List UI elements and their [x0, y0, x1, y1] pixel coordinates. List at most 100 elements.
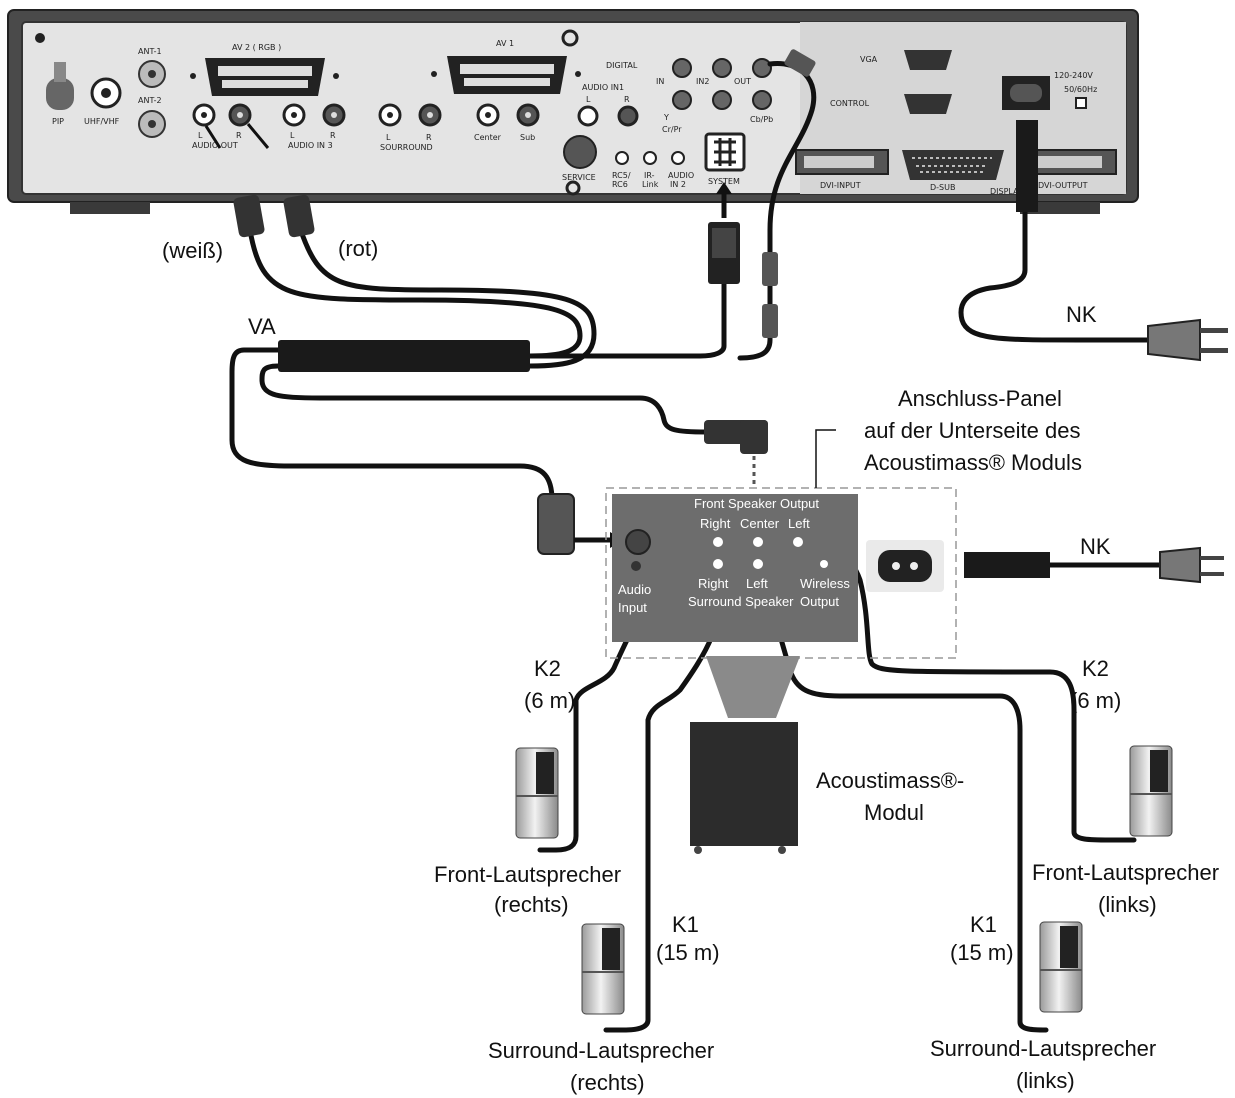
panel-caption-line3: Acoustimass® Moduls: [864, 450, 1082, 475]
surround-l-label: L: [386, 133, 391, 142]
front-left-caption-2: (links): [1098, 892, 1157, 917]
av2-scart-icon: [205, 58, 325, 96]
ant1-label: ANT-1: [138, 47, 162, 56]
audio-in3-r-label: R: [330, 131, 336, 140]
surround-right-caption-2: (rechts): [570, 1070, 645, 1095]
surround-left-speaker: [1039, 921, 1083, 1013]
audio-out-l-label: L: [198, 131, 203, 140]
front-center-jack-icon: [753, 537, 763, 547]
red-cable-label: (rot): [338, 236, 378, 261]
panel-audio-label: Audio: [618, 582, 651, 597]
link-label: Link: [642, 180, 659, 189]
service-port-icon: [563, 135, 597, 169]
hz-label: 50/60Hz: [1064, 85, 1097, 94]
center-sub-jacks: Center Sub: [474, 103, 540, 142]
panel-left-label: Left: [788, 516, 810, 531]
audio-input-plug-icon: [537, 493, 575, 555]
front-left-speaker: [1129, 745, 1173, 837]
nk-mid-label: NK: [1080, 534, 1111, 559]
module-caption-line2: Modul: [864, 800, 924, 825]
control-label: CONTROL: [830, 99, 870, 108]
panel-wireless-label: Wireless: [800, 576, 850, 591]
front-right-jack-icon: [713, 537, 723, 547]
digital-out-label: OUT: [734, 77, 751, 86]
panel-caption-line1: Anschluss-Panel: [898, 386, 1062, 411]
audio-input-jack-icon: [625, 529, 651, 555]
control-port-icon: [904, 94, 952, 114]
audio-out-r-label: R: [236, 131, 242, 140]
audio-in3-jacks: L R AUDIO IN 3: [282, 103, 346, 150]
digital-in2-label: IN2: [696, 77, 709, 86]
ant2-label: ANT-2: [138, 96, 162, 105]
front-right-speaker: [515, 747, 559, 839]
audio-in3-label: AUDIO IN 3: [288, 141, 333, 150]
ir-label: IR-: [644, 171, 655, 180]
front-left-caption-1: Front-Lautsprecher: [1032, 860, 1219, 885]
va-label: VA: [248, 314, 276, 339]
surround-left-caption-2: (links): [1016, 1068, 1075, 1093]
service-label: SERVICE: [562, 173, 596, 182]
cb-pb-label: Cb/Pb: [750, 115, 773, 124]
va-adapter: [278, 340, 530, 372]
surround-jacks: L R SOURROUND: [378, 103, 442, 152]
uhf-vhf-label: UHF/VHF: [84, 117, 120, 126]
audio-in1-l-label: L: [586, 95, 591, 104]
y-label: Y: [663, 113, 669, 122]
surround-right-jack-icon: [713, 559, 723, 569]
audio-in1-r-label: R: [624, 95, 630, 104]
front-left-jack-icon: [793, 537, 803, 547]
panel-surround-right-label: Right: [698, 576, 729, 591]
k1-right-label: K1: [970, 912, 997, 937]
digital-plug-icon: [762, 252, 778, 286]
dsub-label: D-SUB: [930, 183, 955, 192]
connection-panel: [612, 494, 858, 642]
k2-left-length: (6 m): [524, 688, 575, 713]
av1-label: AV 1: [496, 39, 514, 48]
power-plug-top: [1016, 120, 1228, 362]
surround-label: SOURROUND: [380, 143, 433, 152]
front-right-caption-2: (rechts): [494, 892, 569, 917]
vga-port-icon: [904, 50, 952, 70]
acoustimass-module: [690, 722, 798, 846]
arrow-icon: [246, 123, 270, 149]
rc5-label: RC5/: [612, 171, 631, 180]
dvi-input-label: DVI-INPUT: [820, 181, 861, 190]
rc6-label: RC6: [612, 180, 628, 189]
audio-label: AUDIO: [668, 171, 694, 180]
pip-label: PIP: [52, 117, 64, 126]
panel-surround-speaker-label: Surround Speaker: [688, 594, 794, 609]
panel-output-label: Output: [800, 594, 839, 609]
digital-label: DIGITAL: [606, 61, 638, 70]
av2-label: AV 2 ( RGB ): [232, 43, 281, 52]
panel-projection: [706, 656, 800, 718]
surround-r-label: R: [426, 133, 432, 142]
panel-center-label: Center: [740, 516, 780, 531]
receiver-back-panel: PIP UHF/VHF ANT-1 ANT-2 AV 2 ( RGB ) AV …: [7, 9, 1139, 214]
system-label: SYSTEM: [708, 177, 740, 186]
k2-right-label: K2: [1082, 656, 1109, 681]
k1-left-label: K1: [672, 912, 699, 937]
panel-caption-line2: auf der Unterseite des: [864, 418, 1080, 443]
nk-top-label: NK: [1066, 302, 1097, 327]
panel-input-label: Input: [618, 600, 647, 615]
arrow-icon: [204, 125, 222, 149]
surround-left-caption-1: Surround-Lautsprecher: [930, 1036, 1156, 1061]
pip-connector-icon: [46, 78, 74, 110]
k1-left-length: (15 m): [656, 940, 720, 965]
wireless-output-jack-icon: [820, 560, 828, 568]
k2-left-label: K2: [534, 656, 561, 681]
white-cable-label: (weiß): [162, 238, 223, 263]
display-label: DISPLAY: [990, 187, 1023, 196]
front-right-caption-1: Front-Lautsprecher: [434, 862, 621, 887]
sub-label: Sub: [520, 133, 535, 142]
surround-left-jack-icon: [753, 559, 763, 569]
cr-pr-label: Cr/Pr: [662, 125, 682, 134]
digital-in-label: IN: [656, 77, 664, 86]
in2-label: IN 2: [670, 180, 686, 189]
audio-out-jacks: L R AUDIO OUT: [192, 103, 252, 150]
panel-surround-left-label: Left: [746, 576, 768, 591]
av1-scart-icon: [447, 56, 567, 94]
audio-in1-label: AUDIO IN1: [582, 83, 624, 92]
